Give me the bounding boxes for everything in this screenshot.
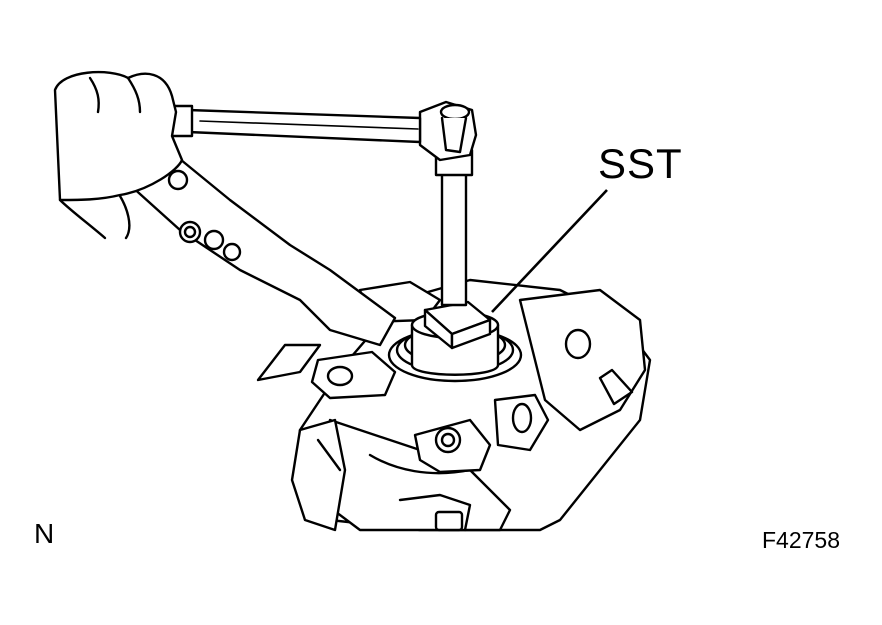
steering-knuckle <box>256 278 652 532</box>
sst-callout-label: SST <box>598 140 683 187</box>
callout-leader-line <box>491 189 608 313</box>
hub-and-tool <box>387 300 523 383</box>
torque-wrench <box>168 100 478 307</box>
figure-number: F42758 <box>762 527 841 553</box>
hand <box>53 70 184 240</box>
lower-control-arm <box>128 153 397 347</box>
corner-letter-label: N <box>34 518 55 549</box>
